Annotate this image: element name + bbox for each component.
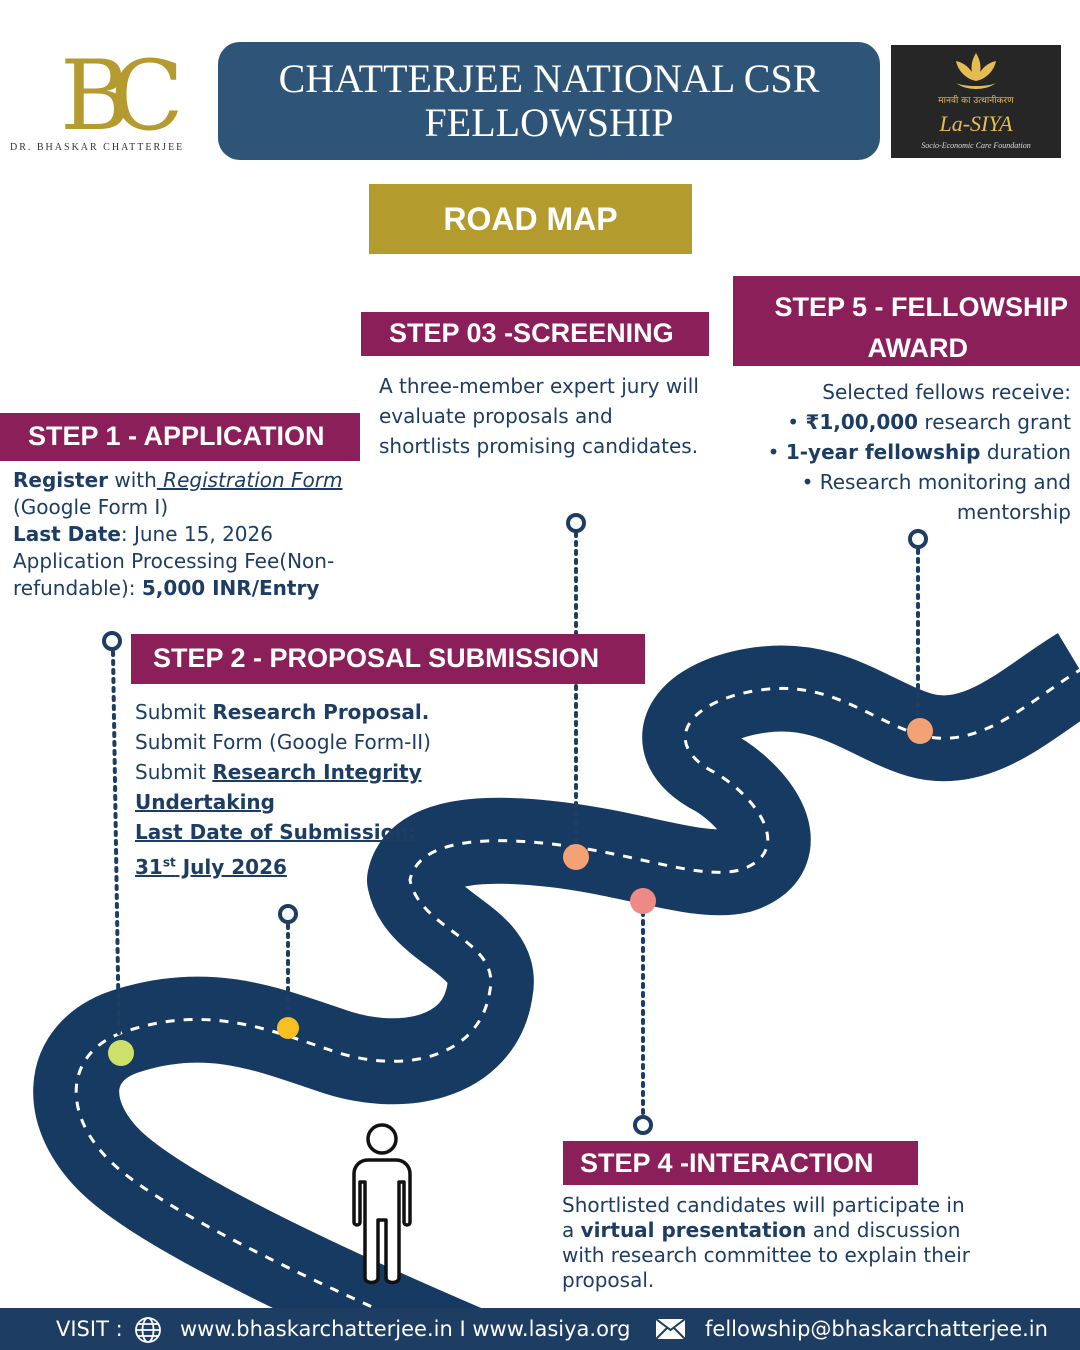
step2-last-date-label: Last Date of Submission:: [135, 820, 417, 844]
milestone-dot-3: [563, 844, 589, 870]
pin-step4: [633, 1115, 653, 1135]
road: [33, 633, 1080, 1350]
step1-last-date: : June 15, 2026: [120, 522, 273, 546]
title-line-1: CHATTERJEE NATIONAL CSR: [278, 56, 820, 101]
step1-last-date-label: Last Date: [13, 522, 121, 546]
step1-title: STEP 1 - APPLICATION: [0, 413, 360, 461]
step3-title: STEP 03 -SCREENING: [361, 312, 709, 356]
step1-fee-label: Application Processing Fee(Non-refundabl…: [13, 549, 335, 600]
step1-fee-value: 5,000 INR/Entry: [141, 576, 320, 600]
step3-body: A three-member expert jury will evaluate…: [379, 374, 699, 458]
step4-body: Shortlisted candidates will participate …: [562, 1193, 970, 1292]
lasiya-script: मानवी का उत्थानीकरण: [938, 96, 1014, 106]
milestone-dot-1: [108, 1040, 134, 1066]
pin-step1: [102, 631, 122, 651]
step5-intro: Selected fellows receive:: [822, 380, 1071, 404]
step1-register: Register: [13, 468, 109, 492]
lasiya-logo: मानवी का उत्थानीकरण La-SIYA Socio-Econom…: [891, 45, 1061, 158]
step5-bullet-3: • Research monitoring and mentorship: [801, 470, 1071, 524]
title-line-2: FELLOWSHIP: [424, 100, 674, 145]
step2-body: Submit Research Proposal. Submit Form (G…: [135, 700, 431, 879]
step2-form-line: Submit Form (Google Form-II): [135, 730, 431, 754]
milestone-dot-4: [630, 888, 656, 914]
step5-bullet-1: • ₹1,00,000 research grant: [787, 410, 1071, 434]
step5-bullet-2: • 1-year fellowship duration: [767, 440, 1071, 464]
step2-title: STEP 2 - PROPOSAL SUBMISSION: [131, 634, 645, 684]
step5-title: STEP 5 - FELLOWSHIP AWARD: [733, 276, 1080, 366]
milestone-dot-2: [277, 1017, 299, 1039]
registration-form-link[interactable]: Registration Form: [156, 468, 343, 492]
pin-step5: [908, 529, 928, 549]
bc-logo-subtitle: DR. BHASKAR CHATTERJEE: [10, 142, 185, 153]
roadmap-badge: ROAD MAP: [369, 184, 692, 254]
step4-title: STEP 4 -INTERACTION: [563, 1141, 918, 1185]
page-title: CHATTERJEE NATIONAL CSR FELLOWSHIP: [218, 42, 880, 160]
lasiya-tagline: Socio-Economic Care Foundation: [921, 141, 1031, 150]
lasiya-name: La-SIYA: [939, 111, 1013, 136]
person-icon: [352, 1123, 412, 1285]
pin-step2: [278, 904, 298, 924]
website-links[interactable]: www.bhaskarchatterjee.in I www.lasiya.or…: [180, 1317, 631, 1341]
globe-icon: [135, 1317, 161, 1343]
pin-step3: [566, 513, 586, 533]
step2-last-date: 31st July 2026: [135, 854, 287, 879]
bc-logo: BC DR. BHASKAR CHATTERJEE: [10, 48, 210, 158]
virtual-presentation-text: virtual presentation: [580, 1218, 807, 1242]
step1-body: Register with Registration Form (Google …: [13, 468, 343, 600]
connectors: [111, 531, 920, 1116]
milestone-dot-5: [907, 718, 933, 744]
step5-body: Selected fellows receive: • ₹1,00,000 re…: [730, 377, 1071, 527]
email-link[interactable]: fellowship@bhaskarchatterjee.in: [705, 1317, 1048, 1341]
footer: VISIT : www.bhaskarchatterjee.in I www.l…: [0, 1308, 1080, 1350]
mail-icon: [655, 1318, 686, 1340]
research-integrity-link[interactable]: Research Integrity Undertaking: [135, 760, 422, 814]
lotus-icon: [956, 53, 996, 89]
bc-monogram: BC: [60, 40, 184, 152]
visit-label: VISIT :: [56, 1317, 123, 1341]
research-proposal-text: Research Proposal.: [212, 700, 430, 724]
